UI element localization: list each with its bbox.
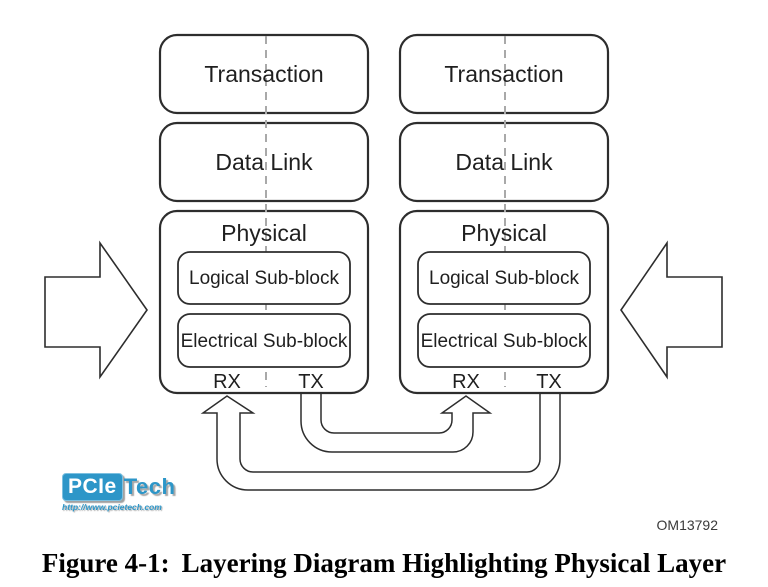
figure-caption-label: Figure 4-1: <box>41 548 170 578</box>
pcietech-logo-wordmark: PCIe Tech <box>62 473 192 501</box>
layering-diagram: Transaction Data Link Physical Logical S… <box>44 33 723 533</box>
left-transaction-label: Transaction <box>204 61 323 87</box>
left-rx-label: RX <box>213 371 241 393</box>
left-electrical-sub-block-label: Electrical Sub-block <box>181 331 348 352</box>
right-tx-label: TX <box>536 371 562 393</box>
left-tx-label: TX <box>298 371 324 393</box>
right-inbound-arrow-icon <box>620 240 723 380</box>
left-transaction-box <box>158 33 370 115</box>
right-logical-sub-block-box <box>417 251 591 305</box>
left-data-link-box <box>158 121 370 203</box>
figure-caption-title: Layering Diagram Highlighting Physical L… <box>181 548 727 578</box>
part-number: OM13792 <box>657 517 719 533</box>
right-transaction-label: Transaction <box>444 61 563 87</box>
left-tx-to-right-rx-arrow <box>300 392 493 453</box>
right-data-link-label: Data Link <box>455 149 553 175</box>
left-electrical-sub-block-box <box>177 313 351 368</box>
pcietech-logo-primary: PCIe <box>62 473 123 501</box>
figure-caption: Figure 4-1: Layering Diagram Highlighting… <box>0 548 768 579</box>
right-electrical-sub-block-label: Electrical Sub-block <box>421 331 588 352</box>
left-device-stack: Transaction Data Link Physical Logical S… <box>158 33 370 395</box>
left-logical-sub-block-box <box>177 251 351 305</box>
left-physical-label: Physical <box>221 220 307 246</box>
left-logical-sub-block-label: Logical Sub-block <box>189 268 339 289</box>
right-rx-label: RX <box>452 371 480 393</box>
left-inbound-arrow-icon <box>44 240 148 380</box>
pcietech-logo: PCIe Tech http://www.pcietech.com <box>62 473 192 512</box>
pcietech-logo-url: http://www.pcietech.com <box>62 502 162 512</box>
right-electrical-sub-block-box <box>417 313 591 368</box>
pcietech-logo-secondary: Tech <box>123 474 176 499</box>
left-data-link-label: Data Link <box>215 149 313 175</box>
right-device-stack: Transaction Data Link Physical Logical S… <box>398 33 610 395</box>
right-logical-sub-block-label: Logical Sub-block <box>429 268 579 289</box>
right-physical-label: Physical <box>461 220 547 246</box>
right-tx-to-left-rx-arrow <box>200 392 561 491</box>
